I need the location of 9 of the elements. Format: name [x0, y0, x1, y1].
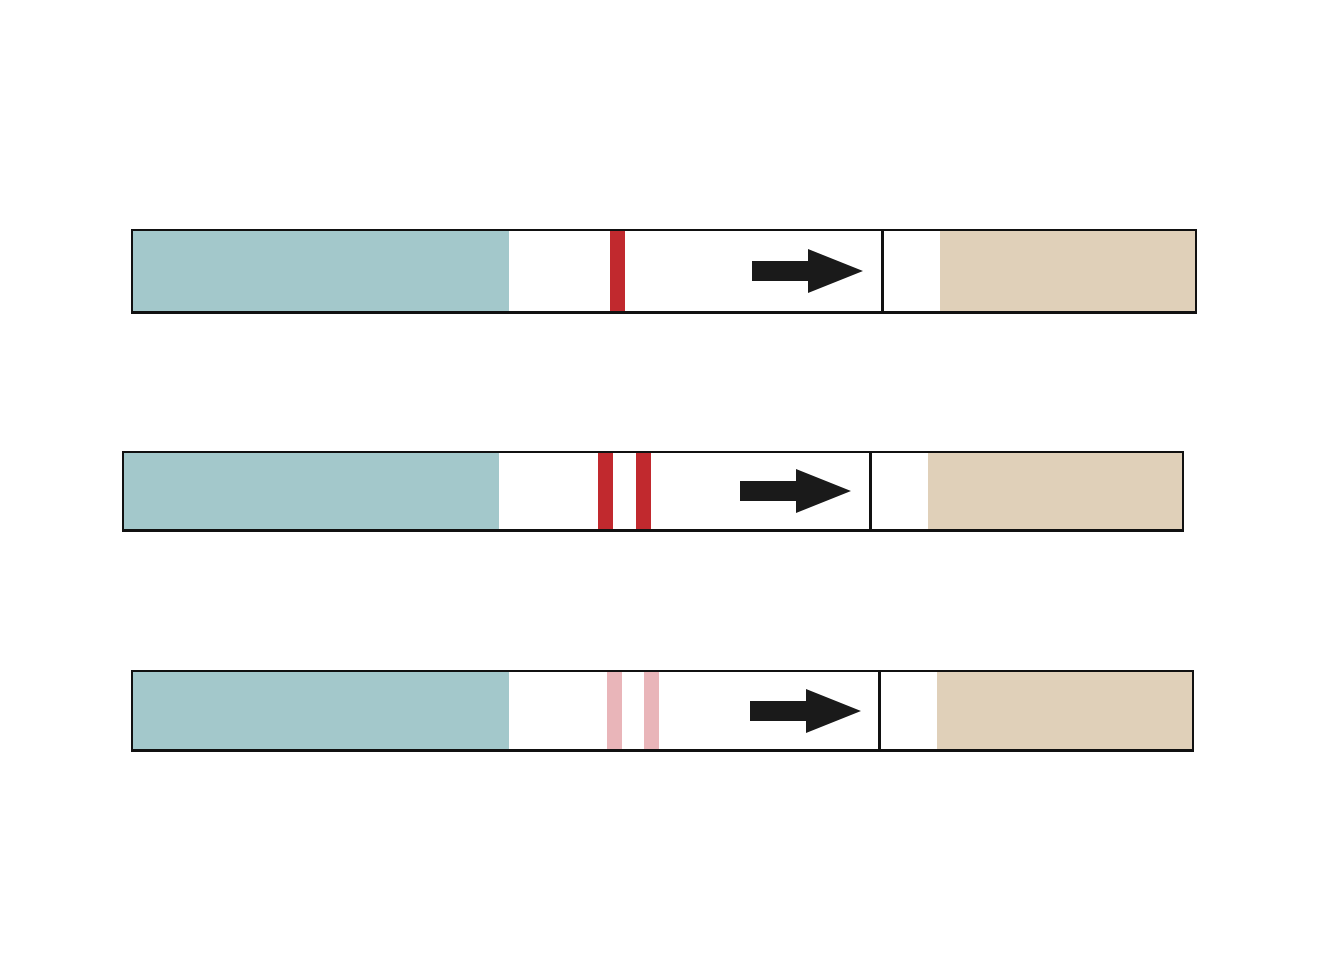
test-strip: [122, 451, 1184, 532]
test-strip: [131, 670, 1194, 752]
sample-pad: [124, 453, 499, 529]
test-strip: [131, 229, 1197, 314]
absorbent-pad: [940, 231, 1195, 311]
absorbent-pad: [928, 453, 1182, 529]
sample-pad: [133, 231, 509, 311]
absorbent-pad: [937, 672, 1192, 749]
sample-pad: [133, 672, 509, 749]
